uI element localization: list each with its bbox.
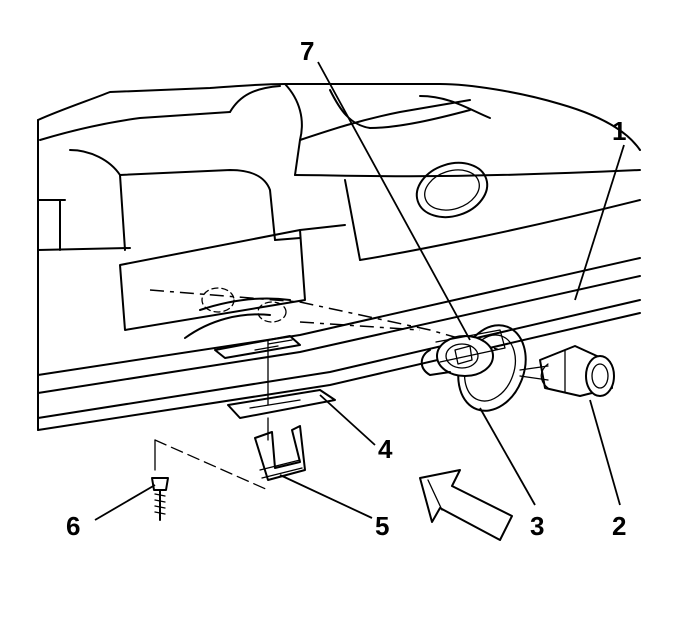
- leader-7: [317, 61, 471, 341]
- leader-5: [279, 474, 373, 519]
- callout-6: 6: [66, 511, 80, 541]
- callout-7: 7: [300, 36, 314, 66]
- leader-4: [319, 394, 376, 446]
- centerline-2: [299, 321, 421, 331]
- vehicle-body: [37, 83, 641, 431]
- leader-lines: [94, 61, 625, 521]
- callout-4: 4: [378, 434, 393, 464]
- callout-1: 1: [612, 116, 626, 146]
- bracket-plate: [227, 339, 336, 419]
- callout-5: 5: [375, 511, 389, 541]
- leader-1: [574, 144, 625, 301]
- direction-arrow: [419, 469, 513, 541]
- retainer-clip: [254, 417, 306, 481]
- centerline: [149, 289, 501, 351]
- screw: [151, 439, 269, 521]
- lamp-socket: [420, 329, 506, 377]
- leader-6: [94, 484, 156, 521]
- leader-3: [479, 407, 536, 506]
- leader-2: [589, 399, 621, 506]
- callout-3: 3: [530, 511, 544, 541]
- bulb-connector: [519, 345, 615, 397]
- callout-2: 2: [612, 511, 626, 541]
